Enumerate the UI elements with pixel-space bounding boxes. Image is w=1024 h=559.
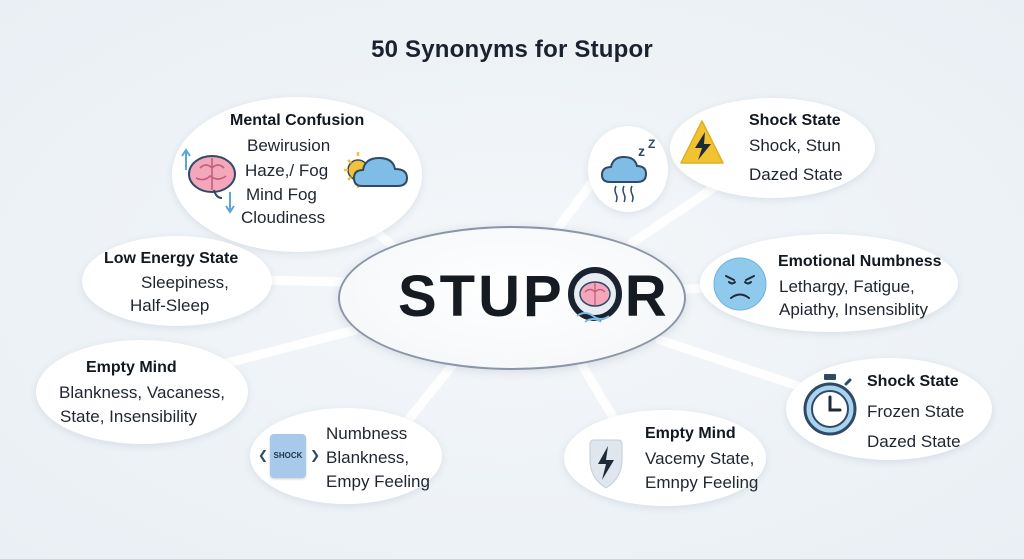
link-empty-mind-left bbox=[215, 325, 360, 370]
sun-cloud-icon bbox=[344, 152, 409, 188]
node-item: Dazed State bbox=[867, 432, 961, 451]
node-item: Blankness, Vacaness, bbox=[59, 383, 225, 402]
node-item: State, Insensibility bbox=[60, 407, 198, 426]
stopwatch-icon bbox=[803, 374, 857, 436]
node-heading: Emotional Numbness bbox=[778, 253, 942, 270]
node-item: Apiathy, Insensiblity bbox=[779, 300, 928, 319]
sad-face-icon bbox=[713, 257, 767, 311]
node-item: Half-Sleep bbox=[130, 296, 210, 315]
node-heading: Shock State bbox=[867, 373, 959, 390]
svg-text:z: z bbox=[638, 143, 645, 159]
node-item: Blankness, bbox=[326, 448, 410, 467]
node-item: Sleepiness, bbox=[141, 273, 229, 292]
node-item: Mind Fog bbox=[246, 185, 317, 204]
lightning-shield-icon bbox=[589, 439, 623, 489]
node-item: Haze,/ Fog bbox=[245, 161, 329, 180]
node-item: Cloudiness bbox=[241, 208, 326, 227]
node-item: Shock, Stun bbox=[749, 136, 841, 155]
node-heading: Empty Mind bbox=[86, 359, 177, 376]
node-item: Dazed State bbox=[749, 165, 843, 184]
shock-sign-icon: SHOCK ❮ ❯ bbox=[258, 434, 320, 478]
node-item: Empy Feeling bbox=[326, 472, 430, 491]
node-heading: Low Energy State bbox=[104, 250, 239, 267]
lightning-warning-icon bbox=[680, 120, 724, 164]
node-item: Lethargy, Fatigue, bbox=[779, 277, 915, 296]
node-low-energy bbox=[82, 236, 272, 326]
shock-badge-label: SHOCK bbox=[273, 451, 303, 460]
node-heading: Empty Mind bbox=[645, 425, 736, 442]
node-heading: Shock State bbox=[749, 112, 841, 129]
node-item: Bewirusion bbox=[247, 136, 331, 155]
node-item: Frozen State bbox=[867, 402, 965, 421]
sleepy-cloud-icon: z Z bbox=[600, 137, 655, 203]
node-item: Emnpy Feeling bbox=[645, 473, 759, 492]
node-empty-mind-left bbox=[36, 340, 248, 444]
center-word-left: STUP bbox=[398, 264, 565, 329]
node-heading: Mental Confusion bbox=[230, 112, 365, 129]
center-node bbox=[338, 226, 686, 370]
svg-text:Z: Z bbox=[648, 137, 655, 151]
node-item: Numbness bbox=[326, 424, 408, 443]
page-title: 50 Synonyms for Stupor bbox=[371, 36, 653, 63]
center-brain-o-icon bbox=[567, 267, 622, 323]
center-word-right: R bbox=[624, 264, 670, 329]
brain-icon bbox=[181, 148, 236, 214]
link-low-energy bbox=[253, 275, 350, 287]
node-item: Vacemy State, bbox=[645, 449, 755, 468]
center-word: STUP R bbox=[398, 267, 670, 326]
